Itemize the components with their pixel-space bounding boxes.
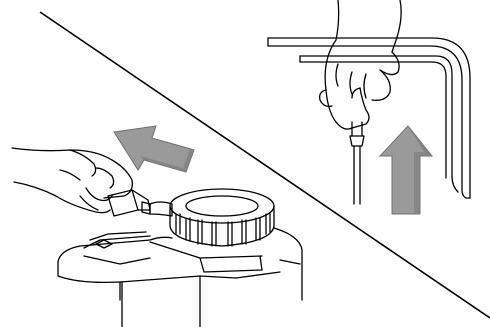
illustration-canvas xyxy=(0,0,490,327)
instruction-diagram xyxy=(0,0,490,327)
